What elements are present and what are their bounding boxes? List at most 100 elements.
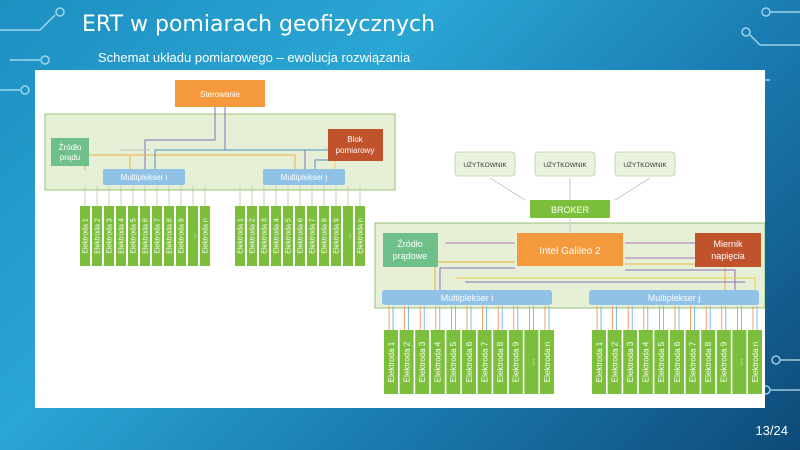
- electrode-wires: [388, 306, 758, 330]
- electrode-label: Elektroda 1: [82, 218, 89, 254]
- electrode-label: Elektroda 5: [285, 218, 292, 254]
- electrode-label: Elektroda 8: [166, 218, 173, 254]
- electrode-label: Elektroda 7: [309, 218, 316, 254]
- electrode-box: [430, 330, 445, 394]
- right-mux-j-box: [589, 290, 759, 305]
- right-mux-i-label: Multiplekser i: [441, 293, 494, 303]
- electrode-label: Elektroda 3: [106, 218, 113, 254]
- electrode-label: Elektroda n: [751, 342, 760, 382]
- electrode-label: Elektroda 5: [130, 218, 137, 254]
- electrode-label: ...: [190, 233, 197, 239]
- left-mux-j-box: [263, 169, 345, 185]
- electrode-box: [295, 206, 305, 266]
- user-label: UŻYTKOWNIK: [543, 160, 587, 169]
- electrode-label: Elektroda n: [357, 218, 364, 254]
- electrode-label: Elektroda 4: [434, 341, 443, 382]
- electrode-label: Elektroda 3: [261, 218, 268, 254]
- electrode-box: [685, 330, 700, 394]
- electrode-label: Elektroda 4: [273, 218, 280, 254]
- electrode-label: Elektroda 1: [237, 218, 244, 254]
- electrode-box: [200, 206, 210, 266]
- electrode-box: [92, 206, 102, 266]
- left-mux-j-label: Multiplekser j: [281, 173, 328, 182]
- electrode-label: Elektroda 2: [249, 218, 256, 254]
- electrode-box: [319, 206, 329, 266]
- electrode-label: Elektroda 3: [626, 341, 635, 382]
- user-box: [454, 151, 516, 177]
- electrode-box: [247, 206, 257, 266]
- left-meter-label-2: pomiarowy: [336, 146, 375, 155]
- electrode-label: Elektroda 9: [178, 218, 185, 254]
- left-control-label: Sterowanie: [200, 90, 241, 99]
- right-source-label-1: Źródło: [397, 239, 423, 249]
- electrode-box: [140, 206, 150, 266]
- electrode-label: Elektroda 7: [688, 341, 697, 382]
- electrode-label: Elektroda 6: [142, 218, 149, 254]
- electrode-box: [716, 330, 731, 394]
- user-box: [534, 151, 596, 177]
- right-mux-i-box: [382, 290, 552, 305]
- electrode-label: Elektroda n: [543, 342, 552, 382]
- electrode-box: [104, 206, 114, 266]
- electrode-label: ...: [345, 233, 352, 239]
- electrode-box: [128, 206, 138, 266]
- left-source-label-1: Źródło: [59, 143, 82, 152]
- electrode-label: Elektroda 9: [512, 341, 521, 382]
- electrode-label: Elektroda 1: [595, 341, 604, 382]
- electrode-label: Elektroda 9: [720, 341, 729, 382]
- controller-box: [517, 233, 623, 266]
- electrode-box: [271, 206, 281, 266]
- left-source-label-2: prądu: [60, 153, 80, 162]
- electrode-box: [164, 206, 174, 266]
- electrode-box: [415, 330, 430, 394]
- electrode-box: [259, 206, 269, 266]
- electrode-label: ...: [735, 359, 744, 366]
- electrode-box: [462, 330, 476, 394]
- left-electrodes-i: Elektroda 1 Elektroda 2 Elektroda 3 Elektro…: [80, 186, 361, 266]
- electrode-box: [508, 330, 523, 394]
- page-number: 13/24: [755, 423, 788, 438]
- electrode-box: [607, 330, 622, 394]
- right-source-label-2: prądowe: [393, 251, 428, 261]
- right-meter-label-1: Miernik: [713, 239, 743, 249]
- electrode-box: [477, 330, 492, 394]
- electrode-box: [176, 206, 186, 266]
- electrode-box: [152, 206, 162, 266]
- electrode-label: Elektroda 8: [496, 341, 505, 382]
- left-meter-box: [328, 129, 383, 161]
- electrode-box: [355, 206, 365, 266]
- electrode-box: [80, 206, 90, 266]
- electrode-box: [446, 330, 461, 394]
- electrode-box: [623, 330, 638, 394]
- electrode-label: Elektroda 4: [642, 341, 651, 382]
- left-control-box: [175, 80, 265, 107]
- controller-label: Intel Galileo 2: [539, 246, 601, 257]
- left-electrodes-j: Elektroda 1 Elektroda 2 Elektroda 3 Elektro…: [235, 206, 365, 266]
- electrode-box: [331, 206, 341, 266]
- electrode-box: [116, 206, 126, 266]
- right-electrodes-j: Elektroda 1 Elektroda 2 Elektroda 3 Elektro…: [592, 330, 762, 394]
- electrode-box: [701, 330, 716, 394]
- electrode-box: [384, 330, 398, 394]
- electrode-box: [748, 330, 762, 394]
- electrode-label: Elektroda 8: [704, 341, 713, 382]
- electrode-box: [524, 330, 539, 394]
- slide-title: ERT w pomiarach geofizycznych: [82, 12, 436, 37]
- electrode-box: [670, 330, 684, 394]
- electrode-label: Elektroda 8: [321, 218, 328, 254]
- user-box: [614, 151, 676, 177]
- electrode-label: Elektroda 9: [333, 218, 340, 254]
- left-source-box: [51, 138, 89, 166]
- electrode-label: Elektroda 5: [449, 341, 458, 382]
- electrode-box: [343, 206, 353, 266]
- electrode-label: Elektroda 2: [610, 341, 619, 382]
- electrode-label: Elektroda 1: [387, 341, 396, 382]
- electrode-box: [283, 206, 293, 266]
- electrode-box: [638, 330, 653, 394]
- right-mux-j-label: Multiplekser j: [648, 293, 701, 303]
- electrode-label: Elektroda 3: [418, 341, 427, 382]
- electrode-label: Elektroda 2: [402, 341, 411, 382]
- electrode-label: Elektroda 5: [657, 341, 666, 382]
